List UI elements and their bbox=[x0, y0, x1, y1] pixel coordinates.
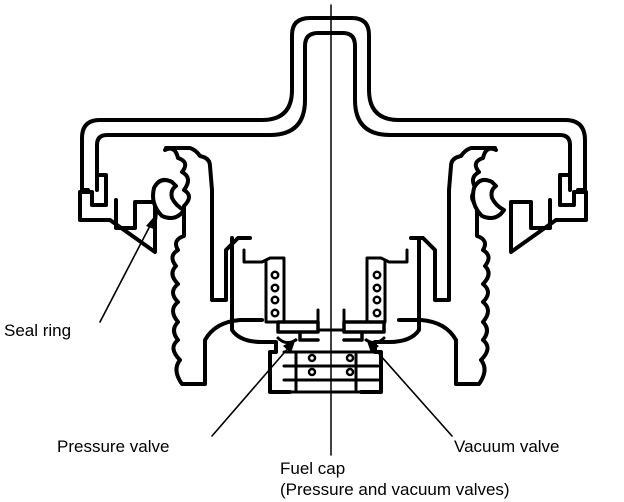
valve-body-left bbox=[230, 236, 292, 394]
center-stem bbox=[316, 308, 346, 332]
caption-title: Fuel cap bbox=[280, 459, 346, 478]
seal-ring-leader bbox=[99, 221, 153, 323]
vacuum-valve-label: Vacuum valve bbox=[454, 437, 560, 456]
right-spring bbox=[372, 270, 382, 318]
right-cap-lip bbox=[509, 173, 588, 254]
cap-outer-shell bbox=[80, 16, 587, 192]
vacuum-valve-plate bbox=[342, 320, 386, 342]
right-seal-ring bbox=[471, 178, 506, 220]
seal-ring-arrow bbox=[146, 212, 158, 230]
valve-cup-left bbox=[242, 248, 286, 324]
left-spring bbox=[270, 270, 280, 318]
left-cap-lip bbox=[78, 173, 157, 254]
left-filler-neck-outer bbox=[163, 146, 264, 386]
right-filler-neck-outer bbox=[397, 146, 498, 386]
right-filler-neck-inner bbox=[409, 146, 497, 302]
seal-ring-label: Seal ring bbox=[4, 321, 72, 340]
cap-inner-shell bbox=[95, 31, 572, 192]
vacuum-valve-leader bbox=[371, 345, 453, 437]
lower-chamber bbox=[282, 350, 380, 394]
left-seal-ring bbox=[151, 178, 186, 220]
vacuum-valve-arrow bbox=[366, 338, 379, 353]
pressure-valve-leader bbox=[211, 345, 291, 437]
caption-subtitle: (Pressure and vacuum valves) bbox=[280, 480, 510, 499]
pressure-valve-plate bbox=[276, 320, 320, 342]
lower-springs bbox=[307, 353, 355, 377]
pressure-valve-label: Pressure valve bbox=[57, 437, 170, 456]
left-filler-neck-inner bbox=[164, 146, 252, 302]
pressure-valve-arrow bbox=[283, 338, 296, 353]
